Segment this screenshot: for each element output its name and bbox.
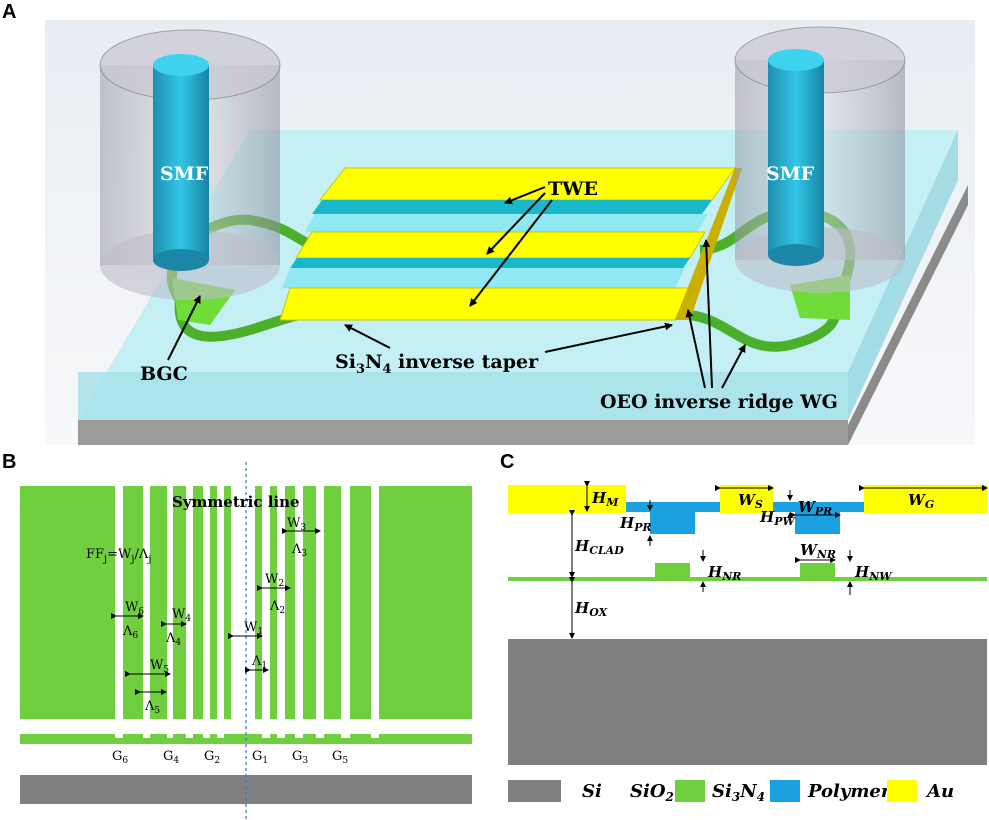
taper-arrow-right [544, 322, 673, 353]
legend-label-au: Au [925, 781, 954, 802]
legend: Si SiO2 Si3N4 Polymer Au [508, 780, 954, 804]
legend-swatch-si3n4 [675, 780, 705, 802]
taper-arrow-left [344, 324, 391, 349]
legend-swatch-polymer [770, 780, 800, 802]
taper-label: Si3N4 inverse taper [335, 351, 539, 377]
symmetric-line-label: Symmetric line [172, 493, 300, 511]
substrate-front [78, 420, 848, 445]
smf-left-cylinder [99, 29, 281, 300]
c-si3n4-ridge-left [655, 563, 690, 577]
legend-label-sio2: SiO2 [630, 781, 674, 804]
smf-left-label: SMF [160, 163, 209, 185]
g6-label: G6 [112, 749, 128, 766]
c-polymer-ridge-left [650, 512, 695, 534]
c-label-hclad: HCLAD [574, 537, 624, 557]
twe-electrodes [279, 167, 742, 321]
grating-block-left [20, 486, 115, 719]
g2-label: G2 [204, 749, 220, 766]
smf-right-label: SMF [766, 163, 815, 185]
grating-block-right [379, 486, 472, 719]
lambda1-label: Λ1 [251, 654, 267, 671]
w2-label: W2 [265, 572, 284, 589]
twe-arrow-3 [469, 199, 553, 307]
c-label-hnw: HNW [854, 563, 893, 583]
cladding-side [848, 130, 958, 420]
c-au-left [508, 485, 626, 513]
c-label-wpr: WPR [798, 498, 832, 518]
twe-arrow-2 [486, 192, 546, 255]
g5-label: G5 [332, 749, 348, 766]
c-si3n4-ridge-right [800, 563, 835, 577]
oeo-arrow-2 [702, 239, 713, 389]
g1-label: G1 [252, 749, 268, 766]
legend-swatch-au [887, 780, 917, 802]
oeo-arrow-3 [721, 344, 746, 389]
twe-label: TWE [548, 178, 598, 200]
grating-strip-gaps [115, 734, 379, 738]
legend-label-si3n4: Si3N4 [712, 781, 765, 804]
cladding-front [78, 372, 848, 420]
panel-label-b: B [2, 451, 16, 473]
legend-label-polymer: Polymer [807, 781, 892, 802]
bgc-label: BGC [140, 363, 188, 385]
c-label-hpr: HPR [619, 514, 652, 534]
ff-formula: FFj=Wj/Λj [86, 547, 151, 565]
w4-label: W4 [172, 607, 191, 624]
twe-arrow-1 [504, 186, 546, 205]
lambda2-label: Λ2 [269, 599, 285, 616]
panel-a: A [2, 1, 975, 445]
c-label-hox: HOX [574, 599, 608, 619]
oeo-wg-label: OEO inverse ridge WG [600, 391, 838, 413]
smf-right-cylinder [734, 26, 906, 293]
panel-label-c: C [500, 451, 514, 473]
oeo-arrow-1 [685, 309, 706, 389]
g3-label: G3 [292, 749, 308, 766]
panel-b: B [2, 451, 472, 820]
g-labels: G6 G4 G2 G1 G3 G5 [112, 749, 348, 766]
panel-label-a: A [2, 1, 16, 23]
c-substrate [508, 639, 987, 765]
legend-label-si: Si [582, 781, 602, 802]
c-label-hnr: HNR [707, 563, 741, 583]
g4-label: G4 [163, 749, 179, 766]
bgc-arrow [167, 295, 201, 361]
c-si3n4-layer [508, 577, 987, 581]
grating-bars [123, 486, 371, 719]
c-label-wnr: WNR [800, 541, 836, 561]
c-dimension-lines [569, 481, 988, 639]
panel-c: C HM [500, 451, 988, 765]
legend-swatch-si [508, 780, 561, 802]
